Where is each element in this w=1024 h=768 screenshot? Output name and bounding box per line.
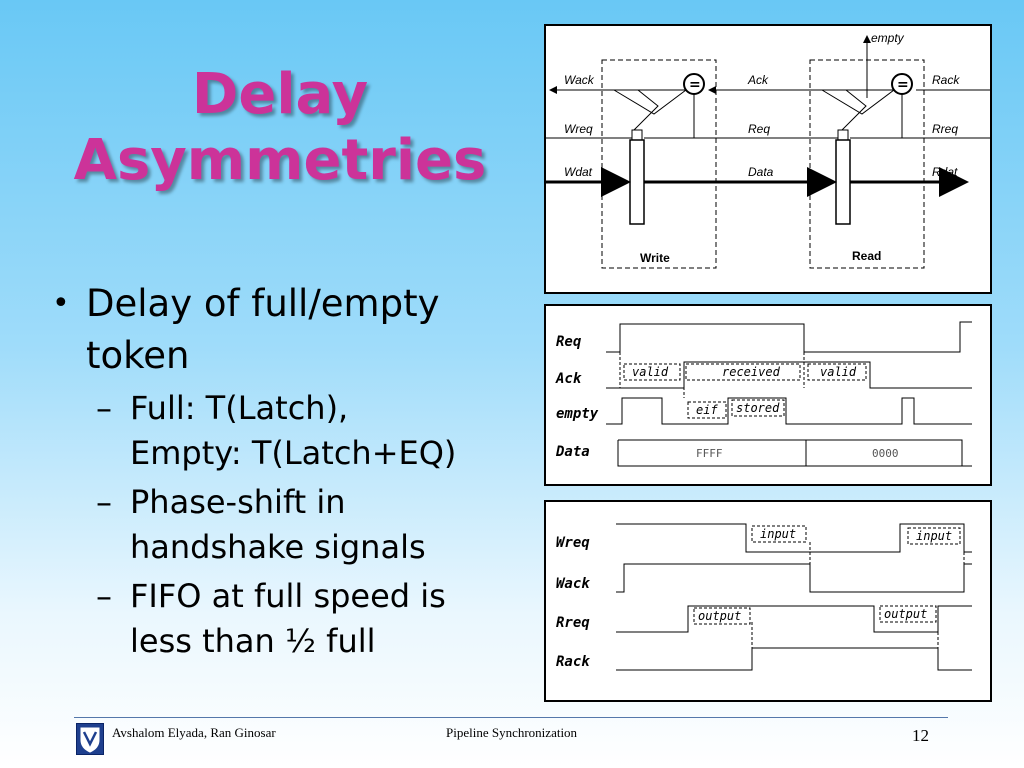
cross-wire-read-1: [821, 89, 895, 115]
write-stage-label: Write: [640, 251, 670, 265]
interval-eif-label: eif: [696, 403, 718, 417]
interval-input-1: [751, 525, 807, 543]
sub-bullet-1: – Full: T(Latch), Empty: T(Latch+EQ): [52, 386, 522, 476]
signal-label-rack: Rack: [556, 654, 590, 670]
interval-input-1-label: input: [760, 527, 796, 541]
interval-output-1: [693, 607, 751, 625]
interval-received-label: received: [722, 365, 781, 379]
interval-stored: [731, 399, 785, 417]
waveform-rack: [616, 647, 972, 671]
cross-wire-write-1: [613, 89, 687, 115]
interval-input-2-label: input: [916, 529, 952, 543]
footer-authors: Avshalom Elyada, Ran Ginosar: [112, 725, 276, 740]
waveform-req: [606, 321, 972, 353]
slide-title: Delay Asymmetries: [70, 62, 490, 194]
waveform-data-bottom: [617, 440, 972, 467]
title-line-2: Asymmetries: [73, 128, 487, 193]
signal-label-empty: empty: [556, 406, 599, 422]
wack-label: Wack: [564, 73, 595, 87]
logo-emblem-icon: [80, 727, 100, 753]
interval-stored-label: stored: [736, 401, 780, 415]
interval-valid-1: [623, 363, 681, 381]
signal-label-wack: Wack: [556, 576, 590, 592]
waveform-wack: [616, 563, 972, 593]
eq-left-symbol: =: [689, 77, 701, 93]
interval-output-2: [879, 605, 937, 623]
interval-valid-2: [807, 363, 867, 381]
footer-divider: [74, 717, 948, 718]
write-latch-enable: [631, 129, 643, 141]
signal-label-data: Data: [555, 444, 590, 460]
interval-output-1-label: output: [698, 609, 741, 623]
signal-label-wreq: Wreq: [556, 535, 590, 551]
timing-diagram-req-ack: Req Ack empty Data FFFF 0000 valid recei…: [544, 304, 992, 486]
fifo-structure-diagram: empty Wack Ack Rack = = Wreq Req Rreq: [544, 24, 992, 294]
timing1-svg: Req Ack empty Data FFFF 0000 valid recei…: [555, 321, 972, 467]
sub-bullet-1-line-2: Empty: T(Latch+EQ): [130, 434, 457, 472]
wreq-label: Wreq: [564, 122, 593, 136]
sub-bullet-2: – Phase-shift in handshake signals: [52, 480, 522, 570]
bullet-list: • Delay of full/empty token – Full: T(La…: [52, 278, 522, 664]
interval-output-2-label: output: [884, 607, 927, 621]
university-logo: [76, 723, 104, 755]
structure-svg: empty Wack Ack Rack = = Wreq Req Rreq: [546, 31, 990, 269]
eq-right-symbol: =: [897, 77, 909, 93]
footer-course: Pipeline Synchronization: [446, 725, 578, 740]
rdat-label: Rdat: [932, 165, 958, 179]
ack-label: Ack: [747, 73, 769, 87]
signal-label-rreq: Rreq: [556, 615, 590, 631]
waveform-rreq: [616, 605, 972, 633]
wdat-label: Wdat: [564, 165, 593, 179]
bullet-main-text: Delay of full/empty token: [86, 282, 440, 377]
interval-valid-2-label: valid: [820, 365, 857, 379]
data-value-2: 0000: [872, 447, 899, 460]
bullet-main: • Delay of full/empty token: [52, 278, 522, 382]
bullet-dot: •: [52, 286, 70, 321]
data-label: Data: [748, 165, 774, 179]
read-latch: [835, 139, 851, 225]
signal-label-req: Req: [556, 334, 582, 350]
signal-label-ack: Ack: [555, 371, 582, 387]
interval-eif: [687, 401, 727, 419]
waveform-data-top: [618, 439, 963, 466]
sub-bullet-2-line-2: handshake signals: [130, 528, 426, 566]
rack-label: Rack: [932, 73, 960, 87]
sub-bullet-dash: –: [96, 483, 112, 521]
sub-bullet-3-line-1: FIFO at full speed is: [130, 577, 446, 615]
interval-received: [685, 363, 801, 381]
sub-bullet-dash: –: [96, 577, 112, 615]
write-stage-box: [601, 59, 717, 269]
empty-label: empty: [871, 31, 905, 45]
timing2-svg: Wreq Wack Rreq Rack input input output o…: [556, 523, 972, 671]
cross-wire-write-2: [633, 89, 659, 131]
write-latch: [629, 139, 645, 225]
sub-bullet-2-line-1: Phase-shift in: [130, 483, 346, 521]
interval-input-2: [907, 527, 961, 545]
sub-bullet-dash: –: [96, 389, 112, 427]
req-label: Req: [748, 122, 770, 136]
interval-valid-1-label: valid: [632, 365, 669, 379]
waveform-empty: [606, 397, 972, 425]
waveform-ack: [606, 361, 972, 389]
rreq-label: Rreq: [932, 122, 958, 136]
sub-bullet-3: – FIFO at full speed is less than ½ full: [52, 574, 522, 664]
sub-bullet-1-line-1: Full: T(Latch),: [130, 389, 349, 427]
data-value-1: FFFF: [696, 447, 723, 460]
sub-bullet-3-line-2: less than ½ full: [130, 622, 376, 660]
timing-diagram-write-read: Wreq Wack Rreq Rack input input output o…: [544, 500, 992, 702]
read-stage-label: Read: [852, 249, 881, 263]
read-latch-enable: [837, 129, 849, 141]
page-number: 12: [912, 726, 929, 745]
cross-wire-read-2: [841, 89, 867, 131]
title-line-1: Delay: [191, 62, 369, 127]
